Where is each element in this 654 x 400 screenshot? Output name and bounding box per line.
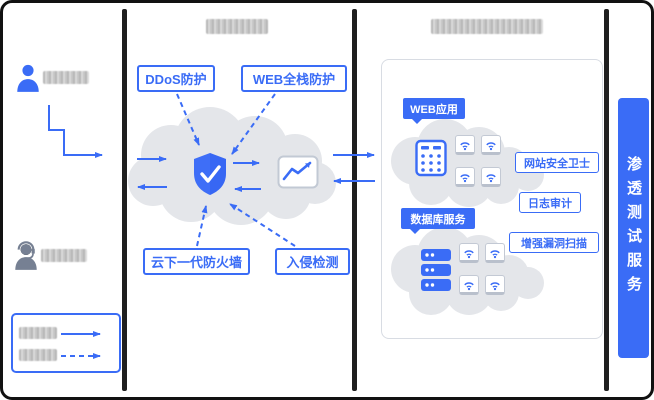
redacted-title-middle-section	[206, 19, 268, 34]
monitor-chart-icon	[277, 155, 319, 189]
log-audit-box: 日志审计	[519, 192, 581, 213]
wifi-host-icon	[455, 167, 475, 187]
redacted-user-label	[43, 71, 89, 84]
wifi-host-icon	[459, 275, 479, 295]
database-icon	[421, 249, 451, 291]
support-agent-icon	[15, 241, 37, 270]
web-app-tag: WEB应用	[403, 98, 465, 124]
web-app-panel-icon	[415, 139, 447, 177]
redacted-title-right-section	[431, 19, 543, 34]
database-service-tag: 数据库服务	[401, 208, 475, 234]
wifi-host-icon	[485, 243, 505, 263]
divider-middle	[352, 9, 357, 391]
web-fullstack-protection-box: WEB全栈防护	[241, 65, 347, 92]
user-icon	[17, 64, 39, 92]
divider-right	[604, 9, 609, 391]
redacted-legend-label-solid	[19, 327, 57, 339]
next-gen-firewall-box: 云下一代防火墙	[143, 248, 250, 275]
ddos-protection-box: DDoS防护	[137, 65, 215, 92]
wifi-host-icon	[459, 243, 479, 263]
legend-box	[11, 313, 121, 373]
shield-check-icon	[194, 153, 226, 195]
site-safety-guard-box: 网站安全卫士	[515, 152, 599, 173]
wifi-host-icon	[481, 167, 501, 187]
redacted-legend-label-dashed	[19, 349, 57, 361]
wifi-host-icon	[455, 135, 475, 155]
wifi-host-icon	[485, 275, 505, 295]
wifi-host-icon	[481, 135, 501, 155]
enhanced-vuln-scan-box: 增强漏洞扫描	[509, 232, 599, 253]
intrusion-detection-box: 入侵检测	[275, 248, 350, 275]
penetration-test-service-bar: 渗透测试服务	[618, 98, 649, 358]
redacted-agent-label	[41, 249, 87, 262]
divider-left	[122, 9, 127, 391]
